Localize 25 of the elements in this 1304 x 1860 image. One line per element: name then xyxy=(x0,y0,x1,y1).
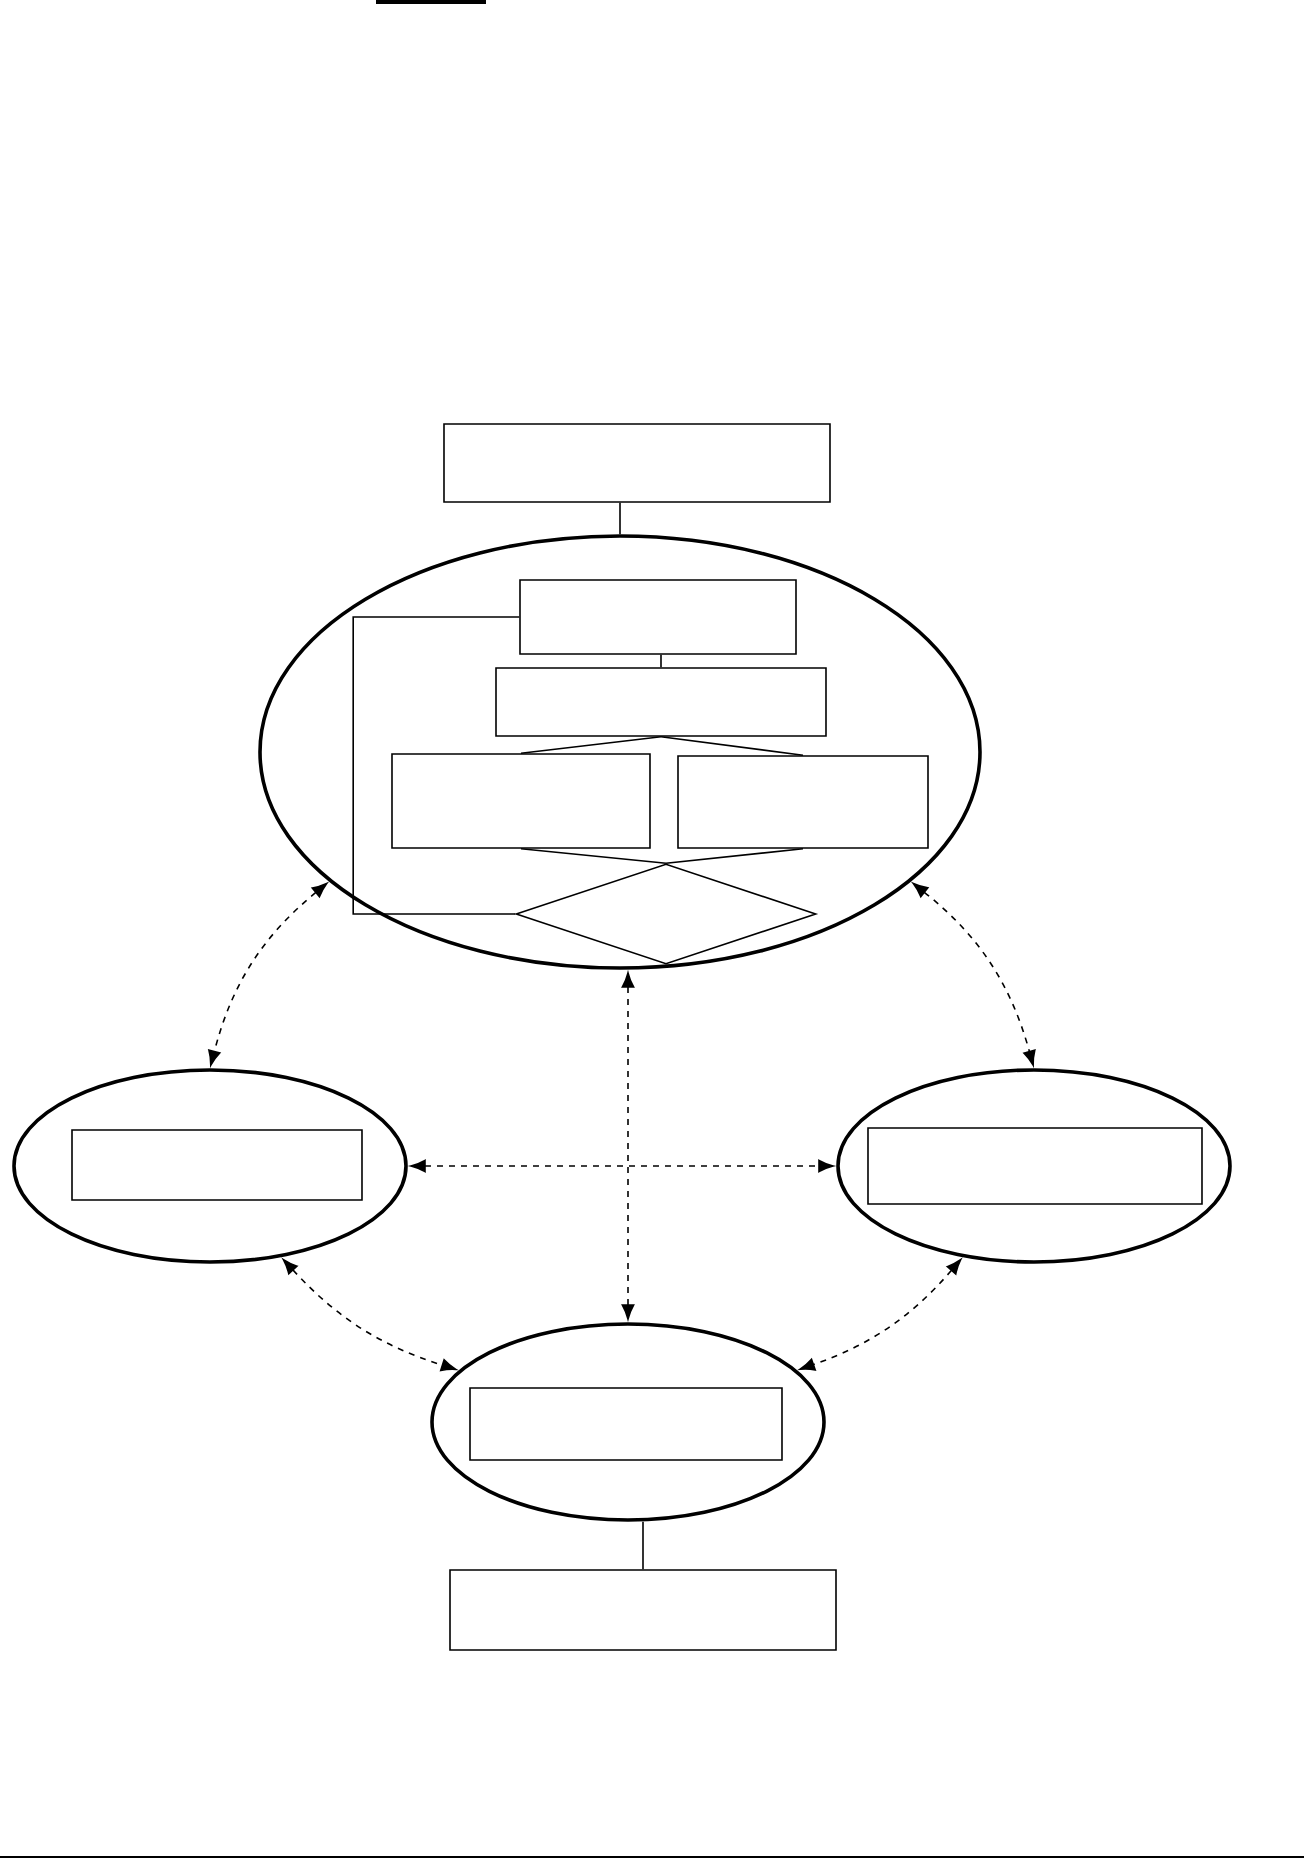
double-arrow xyxy=(208,882,328,1066)
process-box xyxy=(677,755,929,849)
process-ellipse xyxy=(12,1068,408,1264)
process-ellipse xyxy=(430,1322,826,1522)
process-box xyxy=(519,579,797,655)
process-box xyxy=(469,1387,783,1461)
process-ellipse xyxy=(258,534,982,970)
process-box xyxy=(443,423,831,503)
connector-line xyxy=(642,1521,644,1570)
process-ellipse xyxy=(836,1068,1232,1264)
double-arrow xyxy=(621,972,635,1320)
connector-line xyxy=(352,616,520,915)
double-arrow xyxy=(912,882,1036,1066)
connector-line xyxy=(520,848,667,864)
connector-line xyxy=(619,502,621,535)
double-arrow xyxy=(282,1258,457,1372)
process-box xyxy=(391,753,651,849)
double-arrow xyxy=(410,1159,834,1173)
process-box xyxy=(495,667,827,737)
process-box xyxy=(71,1129,363,1201)
connector-line xyxy=(665,848,804,864)
double-arrow xyxy=(799,1258,962,1371)
connector-line xyxy=(660,654,662,668)
process-box xyxy=(867,1127,1203,1205)
process-box xyxy=(449,1569,837,1651)
